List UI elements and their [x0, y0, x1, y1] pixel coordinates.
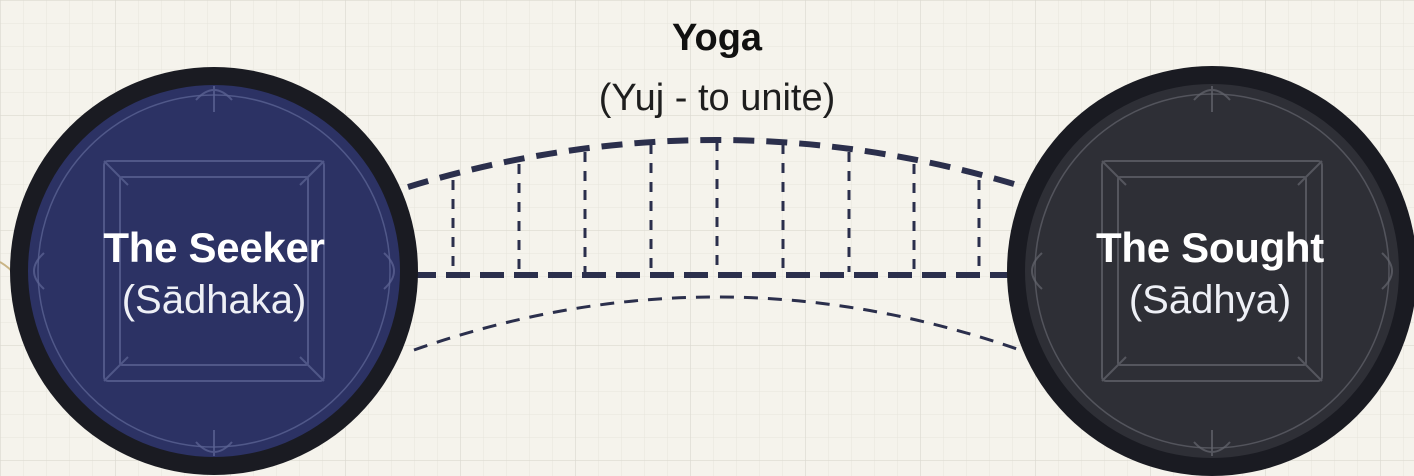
seeker-title: The Seeker — [103, 224, 325, 271]
bridge — [407, 137, 1025, 352]
bridge-hangers — [451, 141, 981, 272]
sought-node — [1007, 66, 1414, 476]
bridge-bottom-arc — [413, 295, 1021, 352]
sought-title: The Sought — [1096, 224, 1324, 271]
bridge-top-arc — [407, 137, 1025, 190]
seeker-node — [10, 67, 418, 475]
sought-subtitle: (Sādhya) — [1128, 278, 1292, 322]
seeker-subtitle: (Sādhaka) — [121, 278, 307, 322]
bridge-subtitle: (Yuj - to unite) — [598, 77, 836, 119]
sought-label: The Sought (Sādhya) — [1030, 222, 1390, 326]
seeker-mandala — [33, 86, 395, 456]
seeker-label: The Seeker (Sādhaka) — [34, 222, 394, 326]
bridge-title: Yoga — [671, 17, 763, 59]
sought-mandala — [1031, 86, 1393, 456]
